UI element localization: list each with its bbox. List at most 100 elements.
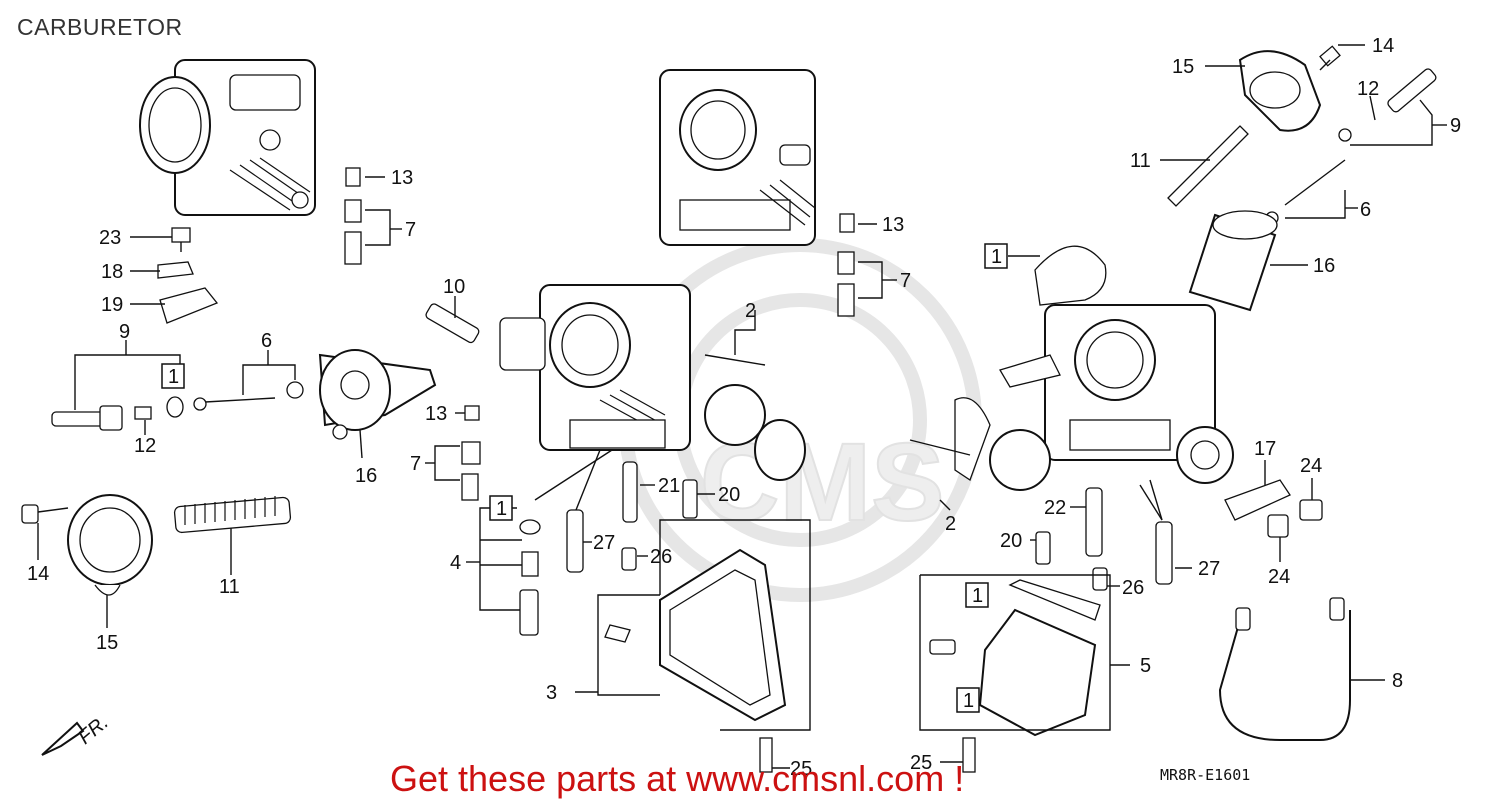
carburetor-body-right[interactable] xyxy=(999,304,1234,484)
callout-label: 20 xyxy=(718,484,740,506)
callout-boxed: 1 xyxy=(489,495,513,521)
callout-labels: 14 15 12 9 11 6 16 1 13 7 13 7 23 18 19 … xyxy=(27,35,1461,780)
callout-label: 25 xyxy=(790,758,812,780)
spring-13-stack-left[interactable] xyxy=(344,167,362,265)
callout-label: 24 xyxy=(1268,566,1290,588)
callout-label: 10 xyxy=(443,276,465,298)
float-2-center[interactable] xyxy=(704,354,806,481)
carburetor-body-top-middle[interactable] xyxy=(659,69,816,246)
callout-label: 7 xyxy=(410,453,421,475)
callout-boxed: 1 xyxy=(984,243,1008,269)
callout-label: 9 xyxy=(119,321,130,343)
jet-26-center[interactable] xyxy=(621,547,637,571)
float-chamber-3[interactable] xyxy=(604,548,787,722)
gasket-1-right[interactable] xyxy=(1034,245,1107,306)
screw-23[interactable] xyxy=(171,227,191,252)
leader-lines xyxy=(37,44,1447,769)
float-valve-4[interactable] xyxy=(519,519,541,636)
callout-label: 19 xyxy=(101,294,123,316)
callout-label: 26 xyxy=(650,546,672,568)
callout-label: 22 xyxy=(1044,497,1066,519)
callout-label: 14 xyxy=(27,563,49,585)
callout-label: 5 xyxy=(1140,655,1151,677)
screw-25-center[interactable] xyxy=(759,737,773,773)
jet-27-center[interactable] xyxy=(566,509,584,573)
callout-label: 9 xyxy=(1450,115,1461,137)
carburetor-body-top-left[interactable] xyxy=(139,59,316,216)
bracket-18[interactable] xyxy=(157,261,194,279)
spring-12-left[interactable] xyxy=(134,396,184,420)
callout-label: 4 xyxy=(450,552,461,574)
callout-label: 11 xyxy=(1130,150,1151,172)
bracket-19[interactable] xyxy=(159,287,219,324)
callout-label: 24 xyxy=(1300,455,1322,477)
callout-label: 13 xyxy=(425,403,447,425)
callout-label: 25 xyxy=(910,752,932,774)
callout-label: 21 xyxy=(658,475,680,497)
callout-boxed: 1 xyxy=(161,363,185,389)
jet-stack-13-7[interactable] xyxy=(461,405,481,501)
top-cover-left[interactable] xyxy=(67,494,153,596)
screw-14-left[interactable] xyxy=(21,504,69,524)
float-chamber-5[interactable] xyxy=(929,579,1101,737)
callout-label: 6 xyxy=(261,330,272,352)
callout-label: 11 xyxy=(219,576,240,598)
float-2-right[interactable] xyxy=(909,397,1051,491)
spring-11-left[interactable] xyxy=(173,496,292,534)
callout-label: 7 xyxy=(900,270,911,292)
callout-label: 2 xyxy=(945,513,956,535)
footer-link[interactable]: Get these parts at www.cmsnl.com ! xyxy=(390,758,965,799)
piston-16-right[interactable] xyxy=(1188,210,1278,312)
callout-label: 23 xyxy=(99,227,121,249)
direction-label: FR. xyxy=(74,711,113,749)
screw-14-right[interactable] xyxy=(1319,45,1341,71)
callout-label: 1 xyxy=(972,585,983,607)
watermark-logo: CMS xyxy=(618,238,982,602)
callout-label: 1 xyxy=(496,498,507,520)
needle-6-right[interactable] xyxy=(1265,159,1346,225)
callout-label: 17 xyxy=(1254,438,1276,460)
callout-label: 14 xyxy=(1372,35,1394,57)
starter-valve-10[interactable] xyxy=(425,303,481,344)
callout-label: 1 xyxy=(168,366,179,388)
callout-label: 13 xyxy=(882,214,904,236)
needle-jet-22[interactable] xyxy=(1085,487,1103,557)
jet-20-center[interactable] xyxy=(682,479,698,519)
callout-label: 12 xyxy=(1357,78,1379,100)
jet-20-right[interactable] xyxy=(1035,531,1051,565)
front-direction-arrow: FR. xyxy=(41,711,113,756)
air-screw-9-right[interactable] xyxy=(1338,67,1437,142)
callout-label: 16 xyxy=(1313,255,1335,277)
callout-label: 27 xyxy=(1198,558,1220,580)
top-cover-right[interactable] xyxy=(1238,50,1322,132)
needle-jet-21[interactable] xyxy=(622,461,638,523)
bracket-17[interactable] xyxy=(1224,479,1323,538)
callout-label: 1 xyxy=(991,246,1002,268)
carburetor-body-center[interactable] xyxy=(499,284,691,451)
diagram-code: MR8R-E1601 xyxy=(1160,766,1251,784)
callout-label: 15 xyxy=(1172,56,1194,78)
air-screw-9-left[interactable] xyxy=(51,405,123,431)
callout-boxed: 1 xyxy=(956,687,980,713)
fuel-pipe-8[interactable] xyxy=(1218,597,1351,741)
callout-boxed: 1 xyxy=(965,582,989,608)
callout-label: 1 xyxy=(963,690,974,712)
spring-13-stack-middle[interactable] xyxy=(837,213,855,317)
callout-label: 8 xyxy=(1392,670,1403,692)
callout-label: 20 xyxy=(1000,530,1022,552)
screw-25-right[interactable] xyxy=(962,737,976,773)
spring-11-right[interactable] xyxy=(1167,125,1249,207)
callout-label: 16 xyxy=(355,465,377,487)
callout-label: 15 xyxy=(96,632,118,654)
callout-label: 12 xyxy=(134,435,156,457)
needle-6-left[interactable] xyxy=(193,381,304,411)
callout-label: 3 xyxy=(546,682,557,704)
callout-label: 6 xyxy=(1360,199,1371,221)
callout-label: 18 xyxy=(101,261,123,283)
jet-27-right[interactable] xyxy=(1155,521,1173,585)
page-title: CARBURETOR xyxy=(17,14,183,40)
jet-26-right[interactable] xyxy=(1092,567,1108,591)
callout-label: 27 xyxy=(593,532,615,554)
piston-16-left[interactable] xyxy=(318,349,437,440)
